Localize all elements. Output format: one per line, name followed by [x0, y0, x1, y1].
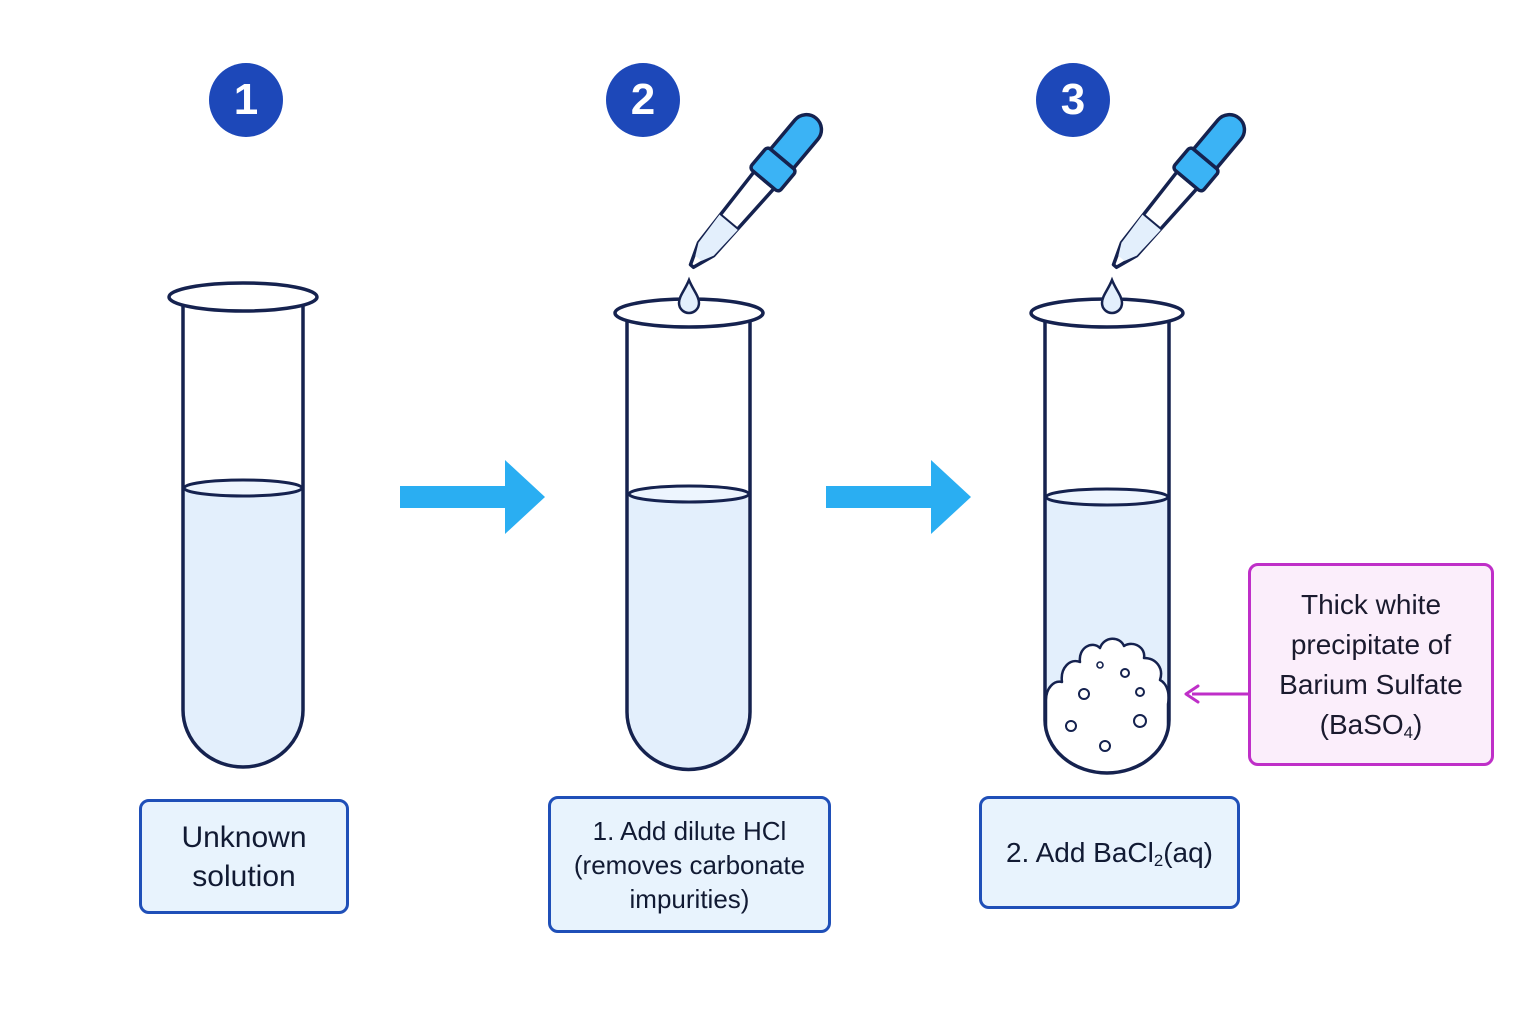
- formula-prefix: (BaSO: [1319, 708, 1404, 740]
- step-1-label-line: solution: [192, 859, 296, 893]
- step-3-label-subscript: 2: [1153, 850, 1164, 870]
- tube-1-rim: [167, 281, 319, 313]
- dropper-icon: [1111, 112, 1247, 270]
- precipitate-callout: Thick white precipitate of Barium Sulfat…: [1248, 563, 1494, 766]
- step-2-label-line: 1. Add dilute HCl: [592, 815, 787, 846]
- precipitate: [1046, 637, 1168, 772]
- step-3-label-suffix: (aq): [1163, 836, 1213, 868]
- tube-1-liquid: [184, 488, 302, 766]
- callout-arrow: [1184, 684, 1248, 704]
- step-2-label-line: (removes carbonate: [573, 849, 806, 880]
- drop-icon: [1100, 276, 1124, 315]
- test-tube-1: [167, 281, 319, 769]
- step-badge-2: 2: [606, 63, 680, 137]
- formula-suffix: ): [1413, 708, 1423, 740]
- arrow-2-to-3: [826, 460, 971, 534]
- step-badge-3: 3: [1036, 63, 1110, 137]
- step-badge-1: 1: [209, 63, 283, 137]
- tube-2-liquid: [629, 494, 748, 769]
- step-1-label-line: Unknown: [181, 820, 307, 854]
- step-3-label-prefix: 2. Add BaCl: [1005, 836, 1154, 868]
- step-2-label-line: impurities): [629, 883, 750, 914]
- step-3-label: 2. Add BaCl2(aq): [979, 796, 1240, 909]
- formula-subscript: 4: [1403, 722, 1414, 742]
- dropper-icon: [688, 112, 824, 270]
- step-3-label-line: 2. Add BaCl2(aq): [1006, 837, 1213, 869]
- step-1-label: Unknown solution: [139, 799, 349, 914]
- callout-formula: (BaSO4): [1320, 705, 1423, 745]
- callout-line: precipitate of: [1290, 628, 1452, 660]
- test-tube-3: [1029, 297, 1185, 775]
- arrow-1-to-2: [400, 460, 545, 534]
- callout-line: Barium Sulfate: [1279, 668, 1463, 700]
- drop-icon: [677, 276, 701, 315]
- callout-line: Thick white: [1300, 588, 1442, 620]
- test-tube-2: [613, 297, 765, 772]
- step-2-label: 1. Add dilute HCl (removes carbonate imp…: [548, 796, 831, 933]
